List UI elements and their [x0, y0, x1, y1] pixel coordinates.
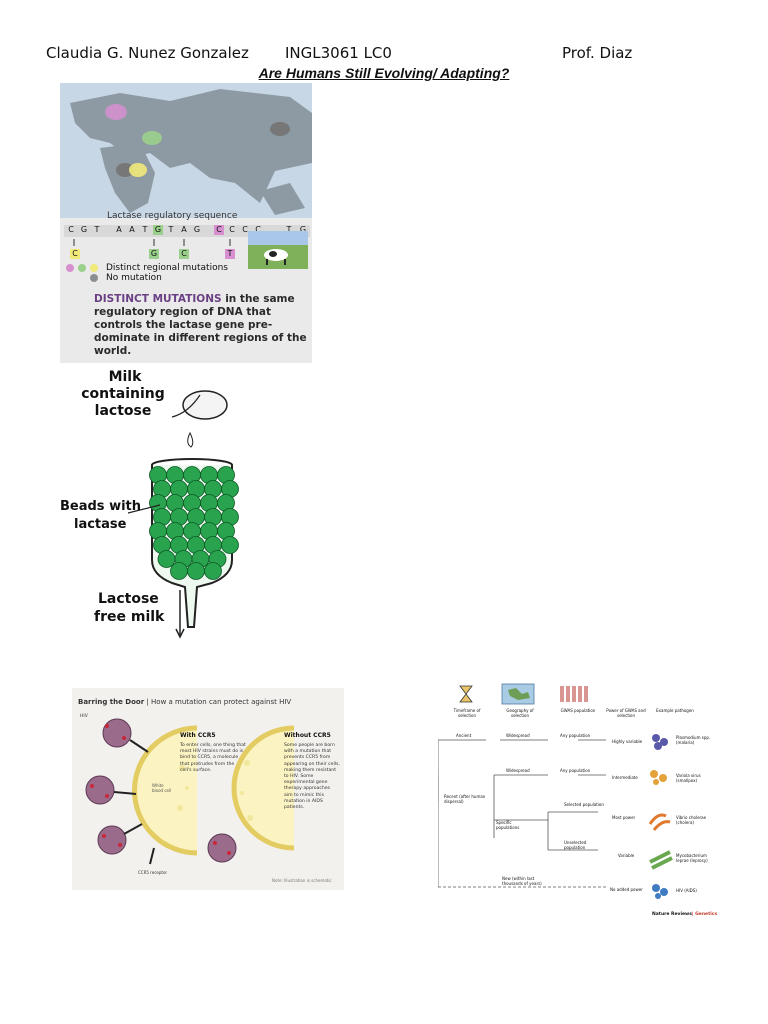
lactase-bead — [187, 562, 205, 580]
gwas-row3-pop: Selected population — [564, 802, 604, 807]
gwas-row5-power: No added power — [610, 887, 643, 892]
lactose-free-label-1: Lactose — [98, 591, 159, 607]
mutation-c2: C — [179, 249, 189, 259]
lactase-bead — [204, 562, 222, 580]
gwas-row1-geo: Widespread — [506, 733, 530, 738]
with-ccr5-heading: With CCR5 — [180, 732, 216, 739]
milk-bottle — [182, 390, 228, 420]
mutation-c: C — [70, 249, 80, 259]
lactase-column-figure: Milk containing lactose Beads with lacta… — [60, 365, 310, 640]
gray-region-asia — [270, 122, 290, 136]
milk-label-3: lactose — [94, 403, 152, 419]
gwas-row4-pop: Unselected population — [564, 840, 587, 850]
hourglass-icon — [459, 685, 473, 703]
gwas-row1-pop: Any population — [560, 733, 591, 738]
professor-name: Prof. Diaz — [562, 44, 633, 62]
caption-bold: DISTINCT MUTATIONS — [94, 293, 222, 305]
hiv-figure: Barring the Door | How a mutation can pr… — [72, 688, 344, 890]
beads-label-2: lactase — [74, 517, 127, 532]
hiv-label: HIV — [80, 714, 88, 719]
beads-label-1: Beads with — [60, 499, 142, 514]
lactase-bead — [170, 562, 188, 580]
column-drawing — [127, 390, 239, 639]
beads-group — [149, 466, 239, 580]
lactase-bead — [157, 550, 176, 568]
gwas-row1-pathogen: Plasmodium spp. (malaria) — [676, 735, 711, 745]
milk-label-2: containing — [81, 386, 165, 402]
mutation-arrows — [64, 237, 244, 267]
milk-drop — [187, 431, 194, 448]
without-ccr5-heading: Without CCR5 — [284, 732, 331, 739]
gwas-header-timeframe: Timeframe of selection — [453, 708, 481, 718]
gwas-row4-power: Variable — [618, 853, 635, 858]
student-name: Claudia G. Nunez Gonzalez — [46, 44, 249, 62]
milk-label-1: Milk — [108, 369, 142, 385]
sequence-label: Lactase regulatory sequence — [107, 211, 238, 221]
gwas-header-population: GWAS population — [560, 708, 596, 713]
lactase-bead — [221, 536, 239, 554]
mutation-g: G — [149, 249, 159, 259]
pink-mutation-region — [105, 104, 127, 120]
gwas-row5-pathogen: HIV (AIDS) — [676, 888, 697, 893]
without-ccr5-text: Some people are born with a mutation tha… — [284, 743, 340, 811]
gwas-row2-geo: Widespread — [506, 768, 530, 773]
gwas-header-pathogen: Example pathogen — [656, 708, 694, 713]
lactose-free-label-2: free milk — [94, 609, 165, 625]
ccr5-receptor-label: CCR5 receptor — [138, 870, 168, 875]
sequence-strip: C G T A A T G T A G C C C C T G — [64, 225, 310, 237]
lactase-map-figure: Lactase regulatory sequence C G T A A T … — [60, 83, 312, 363]
hiv-drawing — [85, 718, 295, 865]
with-ccr5-text: To enter cells, one thing that most HIV … — [180, 743, 246, 773]
legend-none: No mutation — [106, 273, 162, 283]
yellow-mutation-region — [129, 163, 147, 177]
world-map — [60, 83, 312, 218]
gwas-figure: Timeframe of selection Geography of sele… — [438, 682, 722, 922]
gwas-row3-pathogen: Vibrio cholerae (cholera) — [676, 815, 707, 825]
map-caption: DISTINCT MUTATIONS in the same regulator… — [94, 293, 308, 358]
gwas-footer: Nature Reviews| Genetics — [652, 912, 718, 917]
gwas-row2-pathogen: Variola virus (smallpox) — [676, 773, 701, 783]
legend-dots — [65, 264, 109, 288]
cow-photo — [248, 231, 308, 269]
people-icon — [560, 686, 588, 702]
gwas-row2-power: Intermediate — [612, 775, 638, 780]
gwas-drawing — [438, 683, 673, 899]
pathogen-icons — [648, 734, 673, 899]
mutation-t: T — [225, 249, 235, 259]
gray-region — [116, 163, 134, 177]
gwas-row1-time: Ancient — [456, 733, 472, 738]
white-blood-cell-label: White blood cell — [152, 783, 172, 793]
gwas-header-geography: Geography of selection — [506, 708, 534, 718]
gwas-icons — [459, 683, 588, 705]
gwas-header-power: Power of GWAS and selection — [606, 708, 646, 718]
gwas-row4-pathogen: Mycobacterium leprae (leprosy) — [676, 853, 708, 863]
gwas-row3-time: Recent (after human dispersal) — [444, 794, 486, 804]
schematic-note: Note: Illustration is schematic — [272, 878, 332, 883]
hiv-figure-title: Barring the Door | How a mutation can pr… — [78, 698, 292, 706]
gwas-row1-power: Highly variable — [612, 739, 643, 744]
green-mutation-region — [142, 131, 162, 145]
gwas-row2-pop: Any population — [560, 768, 591, 773]
gwas-row5-time: New (within last thousands of years) — [502, 876, 542, 886]
page-title: Are Humans Still Evolving/ Adapting? — [258, 65, 510, 81]
gwas-row3-power: Most power — [612, 815, 636, 820]
gwas-row3-geo: Specific populations — [496, 820, 520, 830]
course-code: INGL3061 LC0 — [285, 44, 392, 62]
caption-rest: in the same regulatory region of DNA tha… — [94, 293, 307, 357]
legend-mutations: Distinct regional mutations — [106, 263, 228, 273]
